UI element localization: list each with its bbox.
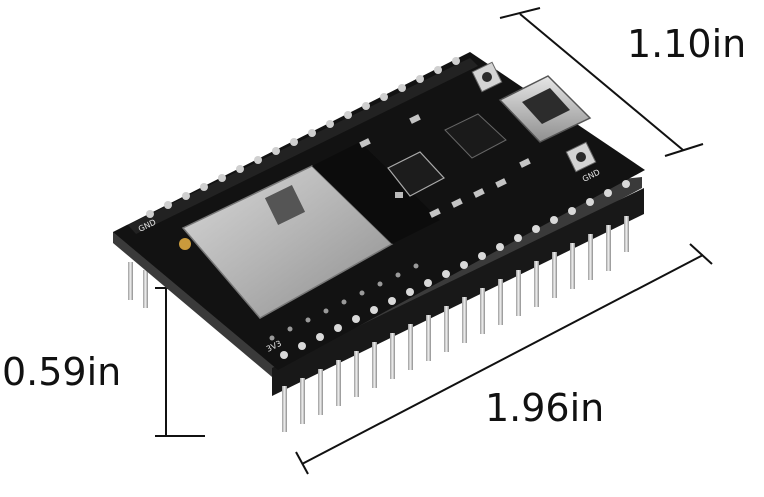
height-dimension-label: 0.59in (2, 350, 122, 394)
back-header-pin-tips (146, 57, 460, 218)
reset-button (565, 141, 597, 173)
voltage-regulator (387, 151, 445, 197)
front-header-pin-tips (280, 180, 630, 359)
boot-button (471, 61, 503, 93)
qr-code (264, 184, 306, 226)
module-antenna-area (312, 142, 440, 244)
usb-bridge-chip (444, 113, 507, 159)
front-header-pins (282, 216, 629, 432)
back-header-row (128, 58, 478, 234)
length-dimension-label: 1.96in (485, 386, 605, 430)
inner-pad-row (269, 263, 419, 341)
left-pins (128, 262, 148, 308)
smd-components (359, 114, 531, 218)
gold-pad (179, 238, 191, 250)
width-dimension-label: 1.10in (627, 22, 747, 66)
micro-usb-port (498, 75, 592, 143)
front-header-housing (272, 188, 644, 396)
